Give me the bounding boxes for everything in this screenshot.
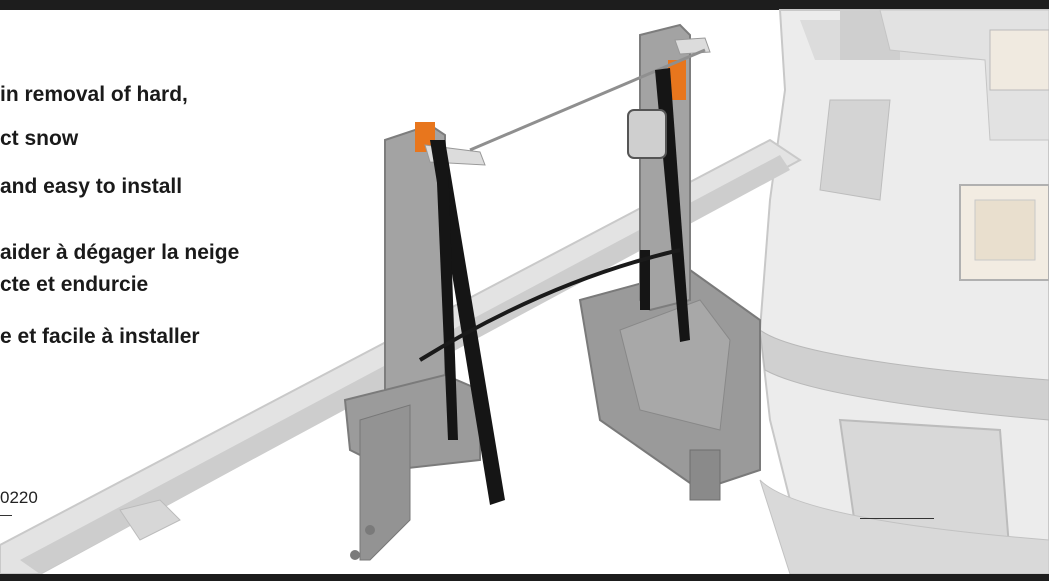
divider-line: [860, 518, 934, 519]
top-border-bar: [0, 0, 1049, 10]
feature-en-2: ct snow: [0, 127, 79, 150]
feature-en-1: in removal of hard,: [0, 83, 188, 106]
part-number-underline: [0, 515, 12, 516]
truck-front: [758, 9, 1049, 575]
bottom-border-bar: [0, 574, 1049, 581]
feature-en-3: and easy to install: [0, 175, 183, 198]
feature-fr-1: aider à dégager la neige: [0, 241, 240, 264]
receiver-bracket: [578, 268, 761, 501]
part-number: 0220: [0, 488, 38, 507]
feature-fr-2: cte et endurcie: [0, 273, 149, 296]
feature-fr-3: e et facile à installer: [0, 325, 200, 348]
tie-down-straps: [418, 48, 706, 505]
